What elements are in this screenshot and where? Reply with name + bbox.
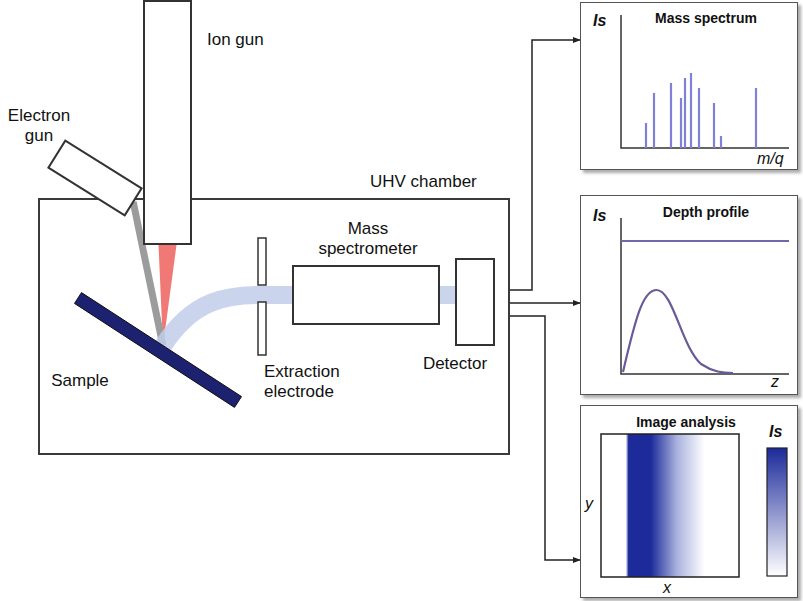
dp-drawing (581, 196, 799, 396)
output-arrow (510, 316, 580, 560)
sample-drawing (45, 288, 250, 413)
axis-label: Is (593, 11, 617, 31)
ia-drawing (581, 406, 799, 599)
node-label: Ion gun (207, 30, 297, 50)
image-analysis-panel: Image analysisIs y x (580, 405, 798, 598)
sample: Sample (45, 288, 250, 413)
ion-gun: Ion gun (143, 0, 192, 245)
axis-label: m/q (757, 149, 793, 169)
output-arrow (510, 40, 580, 290)
secondary-ion-beam (163, 295, 292, 346)
output-arrow (510, 302, 580, 304)
vacuum-chamber: UHV chamberSampleExtraction electrodeMas… (38, 198, 510, 455)
axis-label: z (771, 372, 791, 392)
axis-label: y (585, 494, 597, 514)
node-label: Electron gun (3, 106, 75, 146)
mass-spectrum-panel: Mass spectrumIs m/q (580, 2, 798, 170)
ms-drawing (581, 3, 799, 171)
axis-label: x (663, 578, 677, 598)
node-label: Mass spectrometer (306, 219, 430, 259)
node-label: UHV chamber (370, 172, 510, 192)
detector: Detector (455, 258, 495, 346)
node-label: Mass spectrum (621, 8, 791, 28)
secondary-ion-beam (440, 286, 455, 304)
electron-gun: Electron gun (0, 100, 160, 210)
mass-spectrometer: Mass spectrometer (292, 265, 440, 325)
node-label: Sample (45, 371, 115, 391)
axis-label: Is (769, 422, 795, 442)
node-label: Depth profile (621, 202, 791, 222)
node-label: Image analysis (611, 412, 761, 432)
node-label: Detector (410, 354, 500, 374)
depth-profile-panel: Depth profileIs z (580, 195, 798, 395)
node-label: Extraction electrode (264, 362, 369, 402)
axis-label: Is (593, 206, 617, 226)
